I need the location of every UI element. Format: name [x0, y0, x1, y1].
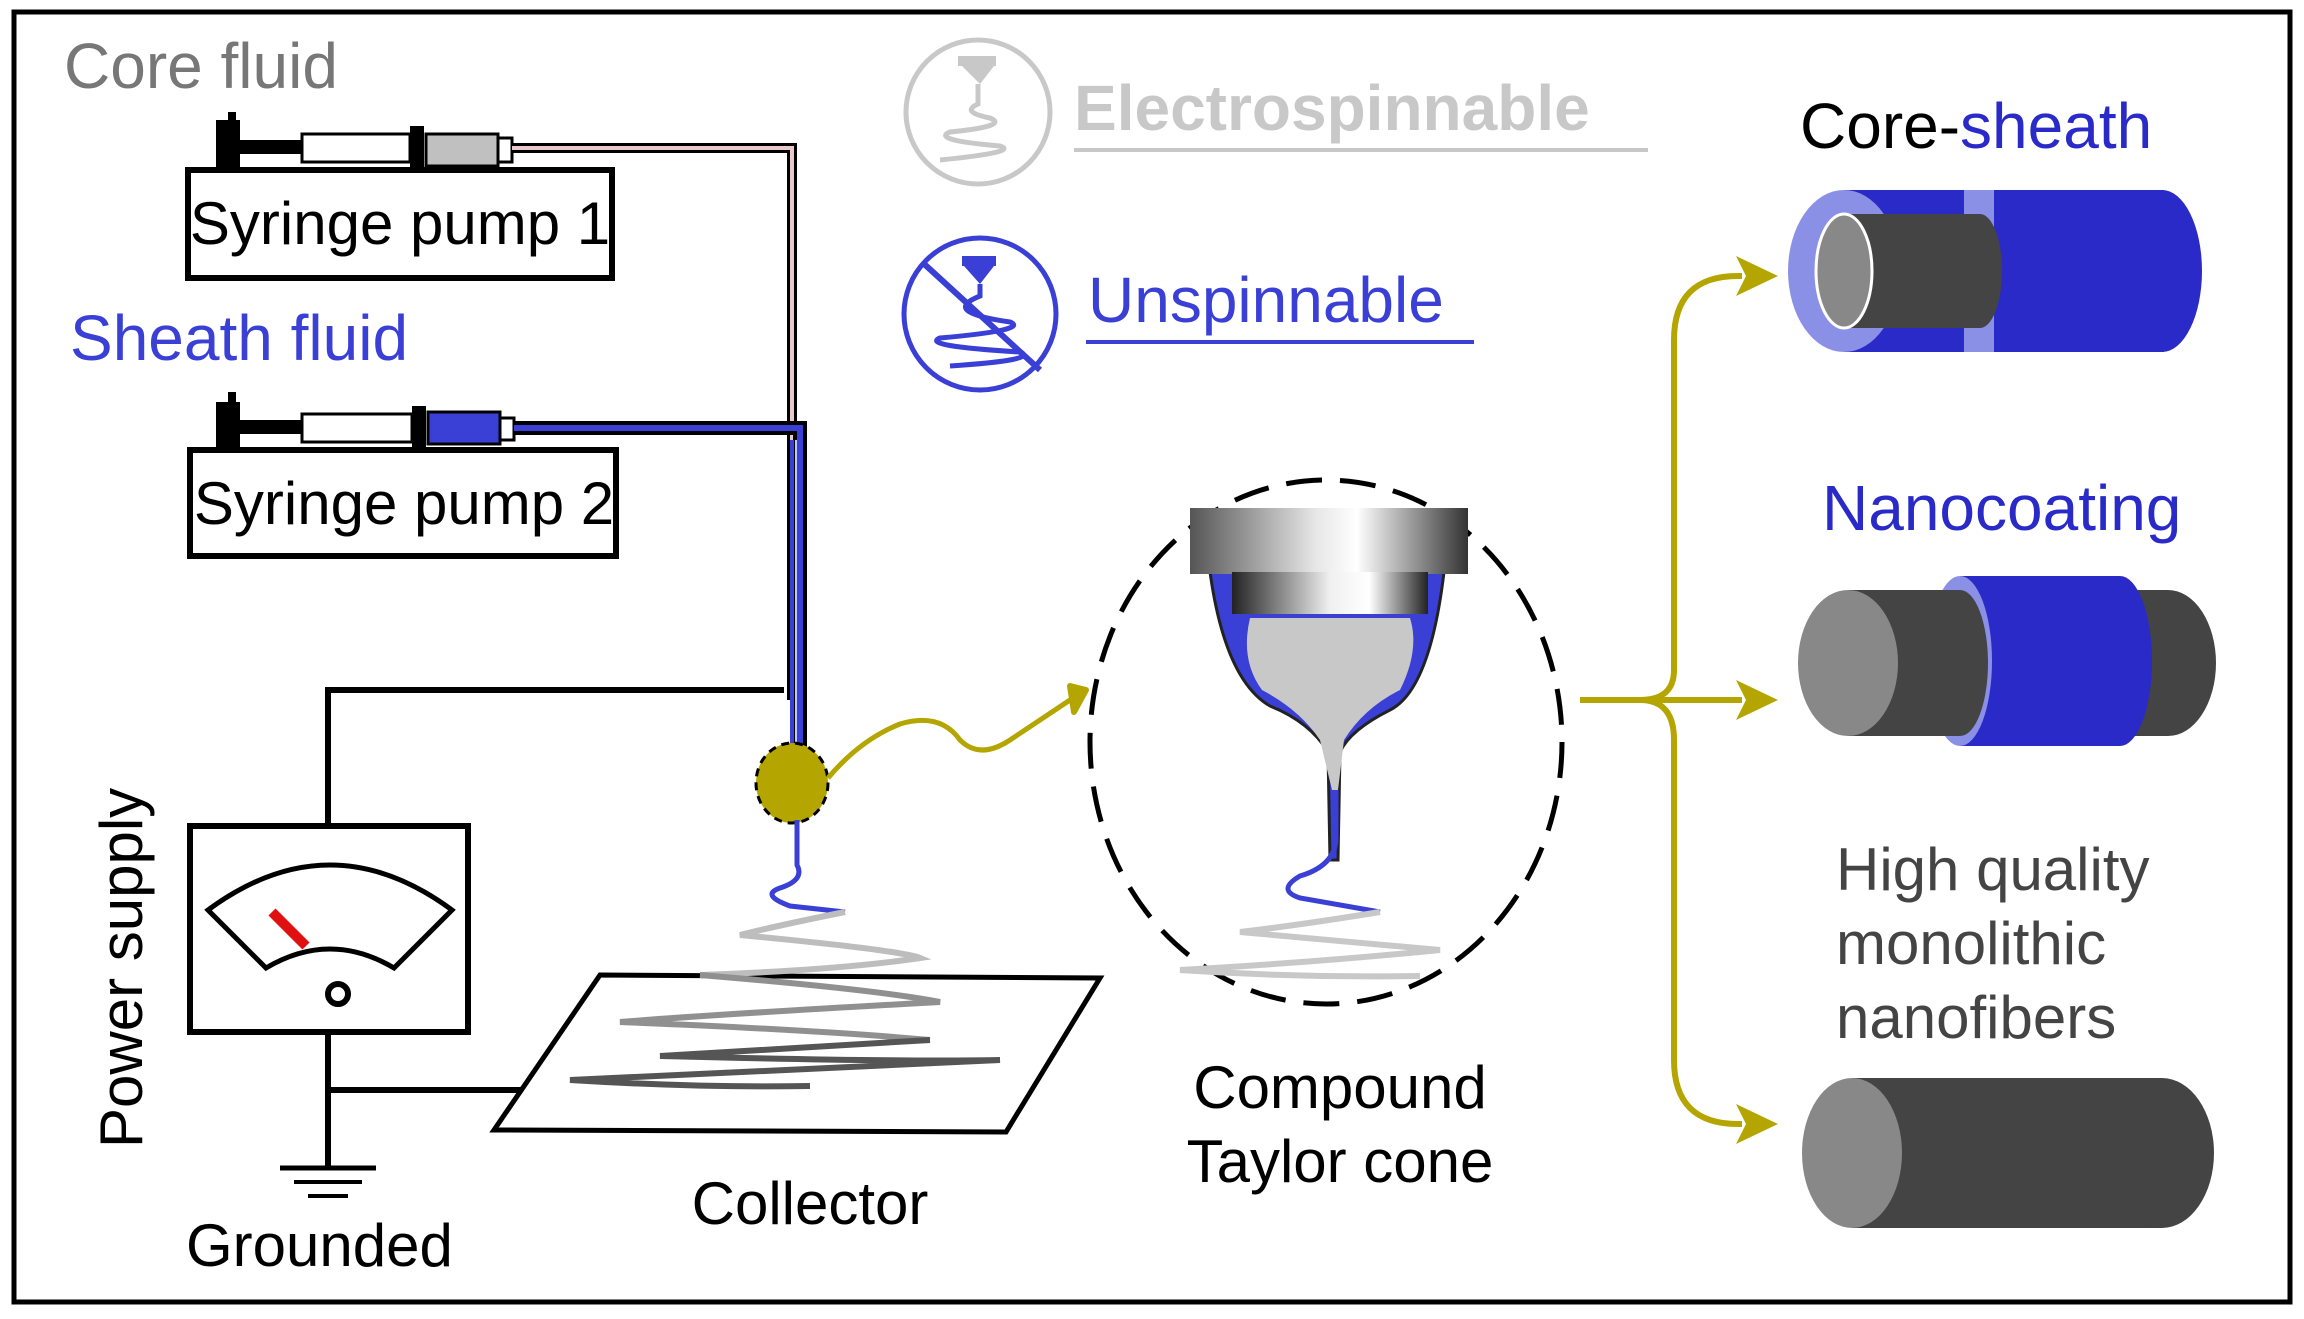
core-sheath-label: Core-sheath: [1800, 90, 2152, 162]
syringe-pump-2-box: [187, 447, 619, 559]
arrowhead-monolithic-icon: [1736, 1104, 1778, 1144]
nanocoating-label: Nanocoating: [1822, 472, 2181, 544]
syringe-1: [216, 112, 514, 170]
sheath-tube: [514, 425, 803, 820]
collector-plate: [489, 972, 1105, 1135]
monolithic-fiber: [1802, 1078, 2214, 1228]
taylor-cone-highlight-circle: [754, 741, 830, 825]
zoom-arrowhead-icon: [1067, 683, 1089, 715]
taylor-cone-label-line2: Taylor cone: [1187, 1128, 1494, 1195]
zoom-jet-blue: [1285, 790, 1381, 915]
high-voltage-wire: [325, 687, 784, 826]
jet-blue-segment: [769, 820, 846, 915]
core-fluid-cone: [1246, 618, 1414, 790]
jet-whip-mid: [619, 972, 941, 1043]
syringe-pump-1-label: Syringe pump 1: [190, 190, 610, 257]
collector-label: Collector: [692, 1170, 929, 1237]
jet-whip-light: [699, 909, 932, 978]
electrospinnable-icon: [903, 37, 1053, 187]
grounded-label: Grounded: [186, 1212, 453, 1279]
unspinnable-icon: [901, 235, 1059, 393]
spinneret-bottom: [1232, 572, 1428, 614]
voltmeter-dial: [204, 862, 456, 972]
voltmeter-knob: [325, 981, 351, 1007]
jet-whip-dark: [569, 1037, 1001, 1090]
power-supply-label: Power supply: [88, 788, 155, 1148]
voltmeter-needle: [268, 908, 310, 950]
core-fluid-label: Core fluid: [64, 30, 338, 102]
zoom-arrow: [826, 697, 1072, 780]
syringe-pump-2-label: Syringe pump 2: [194, 470, 614, 537]
arrowhead-core-sheath-icon: [1736, 256, 1778, 296]
ground-symbol-icon: [280, 1165, 376, 1198]
arrowhead-nanocoating-icon: [1736, 680, 1778, 720]
monolithic-label-line3: nanofibers: [1836, 984, 2116, 1051]
branch-arrows: [1580, 273, 1742, 1127]
spinneret-top: [1190, 508, 1468, 574]
zoom-jet-whip: [1179, 909, 1441, 980]
taylor-cone-label-line1: Compound: [1193, 1054, 1487, 1121]
electrospinnable-label: Electrospinnable: [1074, 72, 1590, 144]
core-sheath-fiber: [1788, 190, 2202, 352]
monolithic-label-line1: High quality: [1836, 836, 2150, 903]
syringe-pump-1-box: [185, 167, 615, 281]
unspinnable-label: Unspinnable: [1088, 264, 1444, 336]
monolithic-label-line2: monolithic: [1836, 910, 2106, 977]
nanocoating-fiber: [1798, 576, 2216, 746]
sheath-fluid-label: Sheath fluid: [70, 302, 408, 374]
syringe-2: [216, 392, 516, 450]
